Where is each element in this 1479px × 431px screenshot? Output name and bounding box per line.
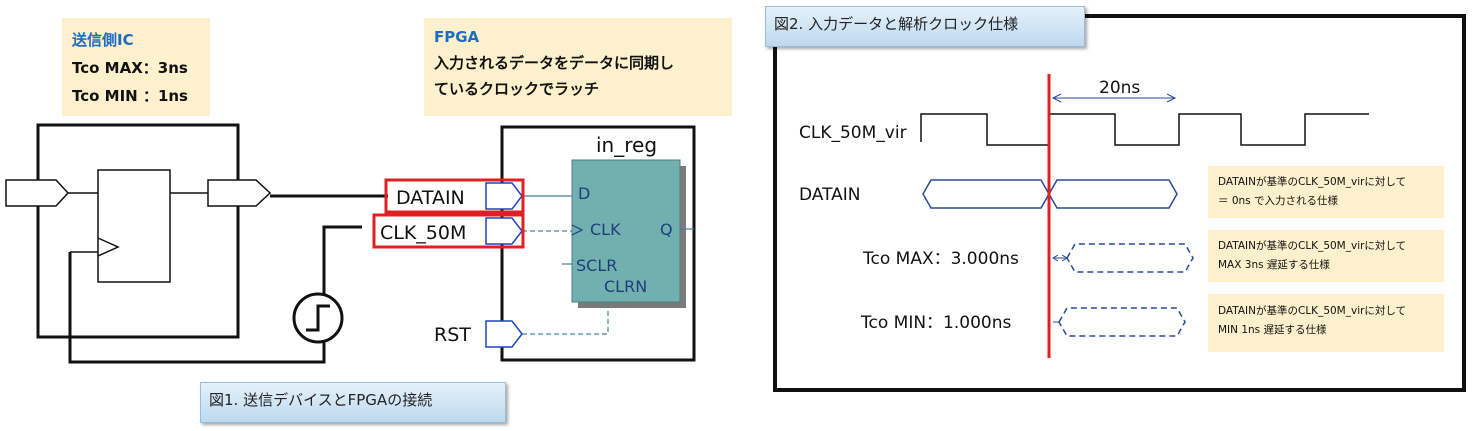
register-title: in_reg (596, 133, 657, 157)
note-tco-min: DATAINが基準のCLK_50M_virに対して MIN 1ns 遅延する仕様 (1208, 294, 1444, 352)
datain-eye-2 (1048, 179, 1178, 209)
figure2-caption: 図2. 入力データと解析クロック仕様 (765, 6, 1085, 47)
pin-d-label: D (578, 184, 590, 203)
fpga-note: FPGA 入力されるデータをデータに同期し ているクロックでラッチ (424, 18, 732, 116)
tx-flipflop (97, 169, 171, 283)
tx-flipflop-clock-mark (97, 237, 120, 257)
tx-device-box (36, 123, 240, 339)
period-label: 20ns (1099, 78, 1140, 98)
tx-output-pin (207, 179, 272, 207)
tco-max-eye (1066, 243, 1194, 273)
note-tco-max: DATAINが基準のCLK_50M_virに対して MAX 3ns 遅延する仕様 (1208, 230, 1444, 282)
pin-sclr-label: SCLR (576, 256, 617, 275)
tco-min-text: Tco MIN ：1ns (72, 87, 188, 105)
fpga-desc-line1: 入力されるデータをデータに同期し (434, 54, 675, 72)
datain-port-symbol (485, 182, 523, 210)
figure2-caption-text: 図2. 入力データと解析クロック仕様 (774, 15, 1019, 33)
note3-line1: DATAINが基準のCLK_50M_virに対して (1218, 305, 1407, 317)
timing-diagram: 20ns CLK_50M_vir DATAIN Tco MAX：3.000ns … (799, 74, 1369, 358)
tx-ic-note: 送信側IC Tco MAX：3ns Tco MIN ：1ns (62, 18, 210, 116)
pin-q-label: Q (660, 220, 673, 239)
tco-max-signal-label: Tco MAX：3.000ns (862, 249, 1019, 269)
tx-ic-title: 送信側IC (72, 31, 134, 49)
clk-port-symbol (485, 217, 523, 245)
clk-highlight (372, 213, 525, 249)
datain-signal-label: DATAIN (799, 185, 861, 205)
connection-diagram: in_reg D CLK Q SCLR CLRN DATAIN CLK_50M … (5, 123, 696, 364)
tco-max-text: Tco MAX：3ns (72, 59, 188, 77)
fpga-desc-line2: ているクロックでラッチ (434, 80, 600, 98)
datain-highlight (384, 178, 525, 214)
datain-eye-1 (922, 179, 1050, 209)
note1-line1: DATAINが基準のCLK_50M_virに対して (1218, 176, 1407, 188)
note1-line2: ＝ 0ns で入力される仕様 (1218, 195, 1338, 207)
tx-input-pin (5, 179, 70, 207)
rst-port-symbol (485, 320, 523, 348)
tco-min-signal-label: Tco MIN：1.000ns (860, 313, 1011, 333)
fpga-title: FPGA (434, 28, 480, 46)
pin-clk-label: CLK (590, 220, 621, 239)
clk-port-label: CLK_50M (380, 222, 466, 244)
timing-panel (773, 14, 1466, 392)
pin-clrn-label: CLRN (604, 277, 647, 296)
clk-signal-label: CLK_50M_vir (799, 123, 907, 143)
clk-waveform (920, 113, 1369, 146)
note3-line2: MIN 1ns 遅延する仕様 (1218, 324, 1327, 336)
note-datain-0ns: DATAINが基準のCLK_50M_virに対して ＝ 0ns で入力される仕様 (1208, 166, 1444, 218)
tco-min-eye (1058, 307, 1186, 337)
note2-line1: DATAINが基準のCLK_50M_virに対して (1218, 240, 1407, 252)
note2-line2: MAX 3ns 遅延する仕様 (1218, 259, 1330, 271)
figure1-caption-text: 図1. 送信デバイスとFPGAの接続 (209, 391, 433, 409)
clock-wire (68, 225, 362, 364)
register-block (571, 159, 681, 303)
clk-triangle-mark (571, 224, 584, 236)
rst-port-label: RST (434, 324, 471, 346)
datain-port-label: DATAIN (396, 187, 465, 209)
figure1-caption: 図1. 送信デバイスとFPGAの接続 (200, 382, 506, 423)
